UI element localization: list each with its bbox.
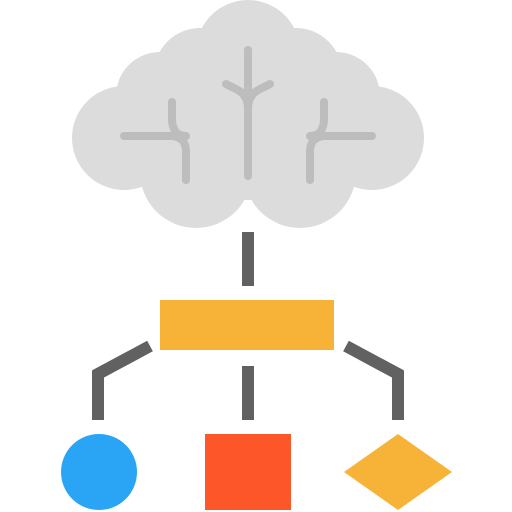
brain-folds — [120, 46, 376, 184]
process-to-circle-connector — [92, 340, 153, 420]
circle-node-icon — [61, 434, 137, 510]
decision-diamond-icon — [344, 434, 452, 510]
process-box-icon — [160, 300, 334, 350]
connector-lines — [92, 232, 404, 420]
process-to-diamond-connector — [343, 340, 404, 420]
square-node-icon — [205, 434, 291, 510]
brain-icon — [72, 0, 424, 228]
